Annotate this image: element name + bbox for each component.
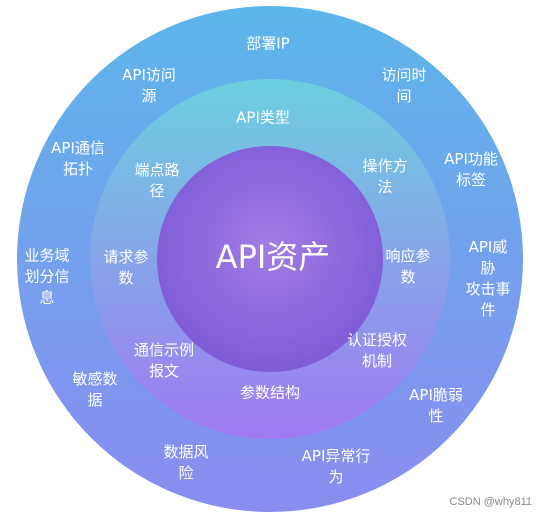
outer-label-business-domain: 业务域 划分信 息 [24,246,70,307]
inner-core [157,146,383,372]
outer-label-abnormal-behavior: API异常行 为 [301,447,371,486]
outer-label-comm-topology: API通信 拓扑 [51,139,105,178]
middle-label-operation-method: 操作方 法 [362,157,408,196]
outer-label-deploy-ip: 部署IP [246,34,290,53]
watermark: CSDN @why811 [449,496,533,508]
middle-label-auth-mechanism: 认证授权 机制 [346,331,408,370]
outer-label-func-tags: API功能 标签 [444,150,498,189]
middle-label-endpoint-path: 端点路 径 [134,161,180,200]
outer-label-data-risk: 数据风 险 [163,443,209,482]
outer-label-access-time: 访问时 间 [381,66,427,105]
outer-label-sensitive-data: 敏感数 据 [72,370,118,409]
middle-label-param-structure: 参数结构 [239,383,301,402]
middle-label-request-params: 请求参 数 [103,248,149,287]
middle-label-response-params: 响应参 数 [385,247,431,286]
middle-label-comm-example: 通信示例 报文 [133,341,195,380]
outer-label-threat-events: API威胁 攻击事 件 [465,238,511,319]
center-title: API资产 [215,238,331,276]
outer-label-access-source: API访问 源 [122,66,176,105]
middle-label-api-type: API类型 [236,108,290,127]
outer-label-vulnerability: API脆弱 性 [409,386,463,425]
